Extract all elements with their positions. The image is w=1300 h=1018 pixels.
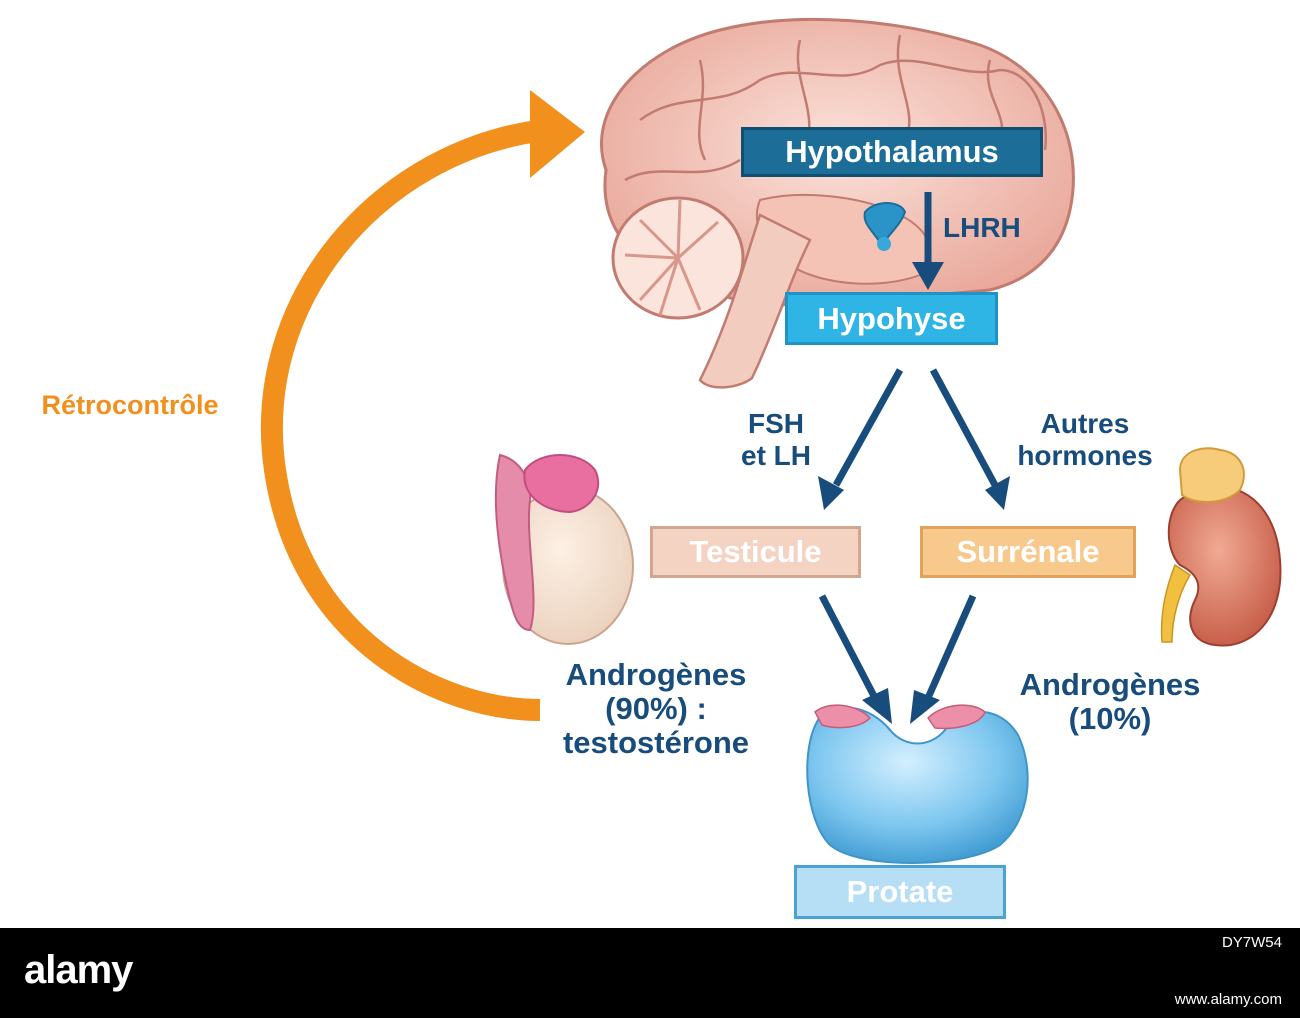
testicule-box: Testicule [650,526,861,578]
lhrh-arrow [912,192,944,290]
androgenes-90-line2: (90%) : [605,691,707,726]
androgenes-10-line2: (10%) [1068,701,1152,736]
surrenale-prostate-arrow [910,594,977,724]
diagram-drawing [260,17,1282,864]
watermark-footer: alamy DY7W54 www.alamy.com [0,928,1300,1018]
androgenes-10-line1: Androgènes [1019,667,1201,702]
hormones-label-line: hormones [1017,440,1153,471]
testicule-prostate-arrow [818,594,892,724]
androgenes-90-line3: testostérone [562,725,750,760]
testicle-illustration [494,453,634,645]
autres-hormones-label: Autres hormones [990,408,1180,472]
kidney-adrenal-illustration [1160,447,1282,647]
hypothalamus-box: Hypothalamus [741,127,1043,177]
fsh-lh-label: FSH et LH [706,408,846,472]
androgenes-90-line1: Androgènes [565,657,747,692]
autres-hormones-arrow [929,368,1010,510]
retrocontrole-label: Rétrocontrôle [41,390,219,420]
androgenes-90-label: Androgènes (90%) : testostérone [526,658,786,760]
diagram-canvas: Hypothalamus Hypohyse Testicule Surrénal… [41,17,1282,919]
prostate-box: Protate [794,865,1006,919]
fsh-lh-arrow [818,368,904,510]
surrenale-box: Surrénale [920,526,1136,578]
hypophyse-box: Hypohyse [785,292,998,345]
image-id: DY7W54 [1221,934,1282,951]
site-url: www.alamy.com [1174,991,1282,1008]
retrocontrole-arrow [260,90,585,721]
androgenes-10-label: Androgènes (10%) [990,668,1230,736]
autres-label-line: Autres [1040,408,1130,439]
prostate-illustration [806,704,1029,864]
lhrh-label: LHRH [943,212,1021,243]
fsh-label-line: FSH [748,408,804,439]
alamy-logo: alamy [24,948,133,992]
et-lh-label-line: et LH [741,440,811,471]
